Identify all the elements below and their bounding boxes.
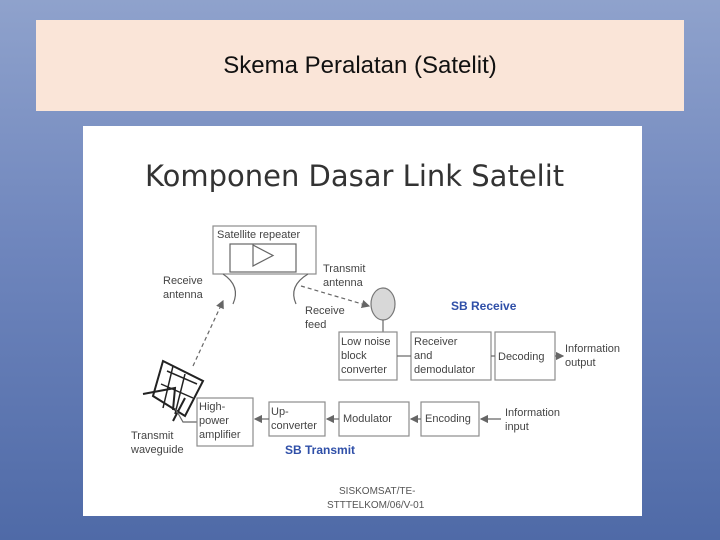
transmit-waveguide-label-2: waveguide — [130, 444, 184, 456]
receiver-label-3: demodulator — [414, 364, 475, 376]
satellite-repeater: Satellite repeater — [212, 225, 317, 275]
footer-label-1: SISKOMSAT/TE- — [339, 486, 416, 497]
uplink-beam — [192, 299, 224, 367]
hpa-box — [196, 397, 254, 447]
receive-feed-label-1: Receive — [305, 305, 345, 317]
modulator-label: Modulator — [343, 413, 392, 425]
decoding-box — [494, 331, 556, 381]
modulator-box — [338, 401, 410, 437]
information-input-label-2: input — [505, 421, 529, 433]
receive-feed-label-2: feed — [305, 319, 326, 331]
receive-antenna-label-1: Receive — [163, 275, 203, 287]
upconverter-label-1: Up- — [271, 406, 289, 418]
transmit-waveguide-label-1: Transmit — [131, 430, 173, 442]
diagram-heading: Komponen Dasar Link Satelit — [145, 159, 564, 193]
transmit-dish-icon — [142, 359, 205, 422]
downlink-beam — [300, 285, 371, 308]
sb-transmit-label: SB Transmit — [285, 443, 355, 457]
footer-label-2: STTTELKOM/06/V-01 — [327, 500, 425, 511]
hpa-label-2: power — [199, 415, 229, 427]
transmit-antenna-label-1: Transmit — [323, 263, 365, 275]
slide-title-bar: Skema Peralatan (Satelit) — [36, 20, 684, 111]
decoding-label: Decoding — [498, 351, 544, 363]
hpa-label-1: High- — [199, 401, 226, 413]
amplifier-triangle-icon — [252, 244, 275, 267]
transmit-antenna-dish — [293, 273, 309, 305]
information-output-label-2: output — [565, 357, 596, 369]
encoding-label: Encoding — [425, 413, 471, 425]
lnb-label-2: block — [341, 350, 367, 362]
lnb-box — [338, 331, 398, 381]
encoding-box — [420, 401, 480, 437]
receiver-label-1: Receiver — [414, 336, 458, 348]
receive-dish-icon — [370, 287, 396, 321]
satellite-repeater-label: Satellite repeater — [217, 229, 300, 241]
receive-antenna-dish — [222, 273, 236, 305]
sb-receive-label: SB Receive — [451, 299, 517, 313]
upconverter-label-2: converter — [271, 420, 317, 432]
transmit-antenna-label-2: antenna — [323, 277, 364, 289]
hpa-label-3: amplifier — [199, 429, 241, 441]
slide-title: Skema Peralatan (Satelit) — [223, 51, 497, 79]
information-input-label-1: Information — [505, 407, 560, 419]
information-output-label-1: Information — [565, 343, 620, 355]
receiver-label-2: and — [414, 350, 432, 362]
lnb-label-1: Low noise — [341, 336, 391, 348]
satellite-link-diagram: Komponen Dasar Link Satelit Satellite re… — [130, 159, 620, 511]
satellite-link-figure: Komponen Dasar Link Satelit Satellite re… — [83, 126, 642, 516]
upconverter-box — [268, 401, 326, 437]
lnb-label-3: converter — [341, 364, 387, 376]
receive-antenna-label-2: antenna — [163, 289, 204, 301]
